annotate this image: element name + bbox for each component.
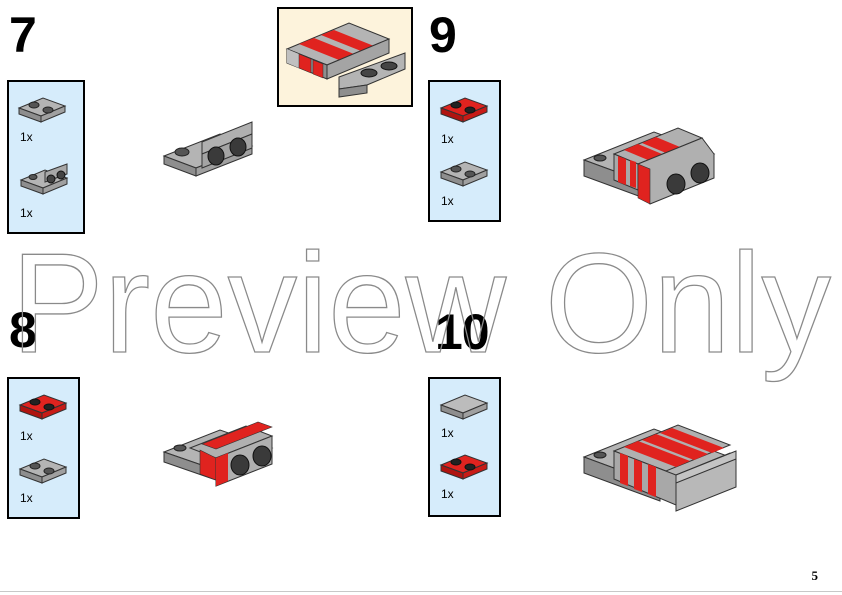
grey-plate-1x2-icon (19, 458, 67, 484)
red-plate-1x2-icon (440, 454, 488, 480)
model-step-7 (162, 121, 254, 177)
parts-box-step-8: 1x 1x (7, 377, 80, 519)
part-quantity: 1x (20, 206, 33, 220)
part-quantity: 1x (441, 487, 454, 501)
parts-box-step-10: 1x 1x (428, 377, 501, 517)
preview-model-image (285, 22, 406, 98)
part-quantity: 1x (441, 194, 454, 208)
footer-divider (0, 591, 842, 592)
step-number-8: 8 (9, 302, 37, 358)
part-quantity: 1x (441, 132, 454, 146)
model-step-10 (582, 424, 737, 512)
step-number-7: 7 (9, 7, 37, 63)
grey-tile-1x2-icon (440, 394, 488, 420)
part-quantity: 1x (20, 130, 33, 144)
watermark-text: Preview Only (11, 224, 831, 383)
grey-plate-1x2-icon (18, 97, 66, 123)
red-plate-1x2-icon (19, 394, 67, 420)
model-step-9 (582, 127, 716, 205)
step-number-10: 10 (435, 304, 490, 360)
model-step-8 (162, 421, 274, 487)
grey-bracket-icon (20, 163, 68, 195)
step-number-9: 9 (429, 7, 457, 63)
page-number: 5 (811, 568, 819, 583)
part-quantity: 1x (441, 426, 454, 440)
grey-plate-1x2-icon (440, 161, 488, 187)
parts-box-step-7: 1x 1x (7, 80, 85, 234)
parts-box-step-9: 1x 1x (428, 80, 501, 222)
sub-assembly-preview (277, 7, 413, 107)
part-quantity: 1x (20, 429, 33, 443)
part-quantity: 1x (20, 491, 33, 505)
red-plate-1x2-icon (440, 97, 488, 123)
